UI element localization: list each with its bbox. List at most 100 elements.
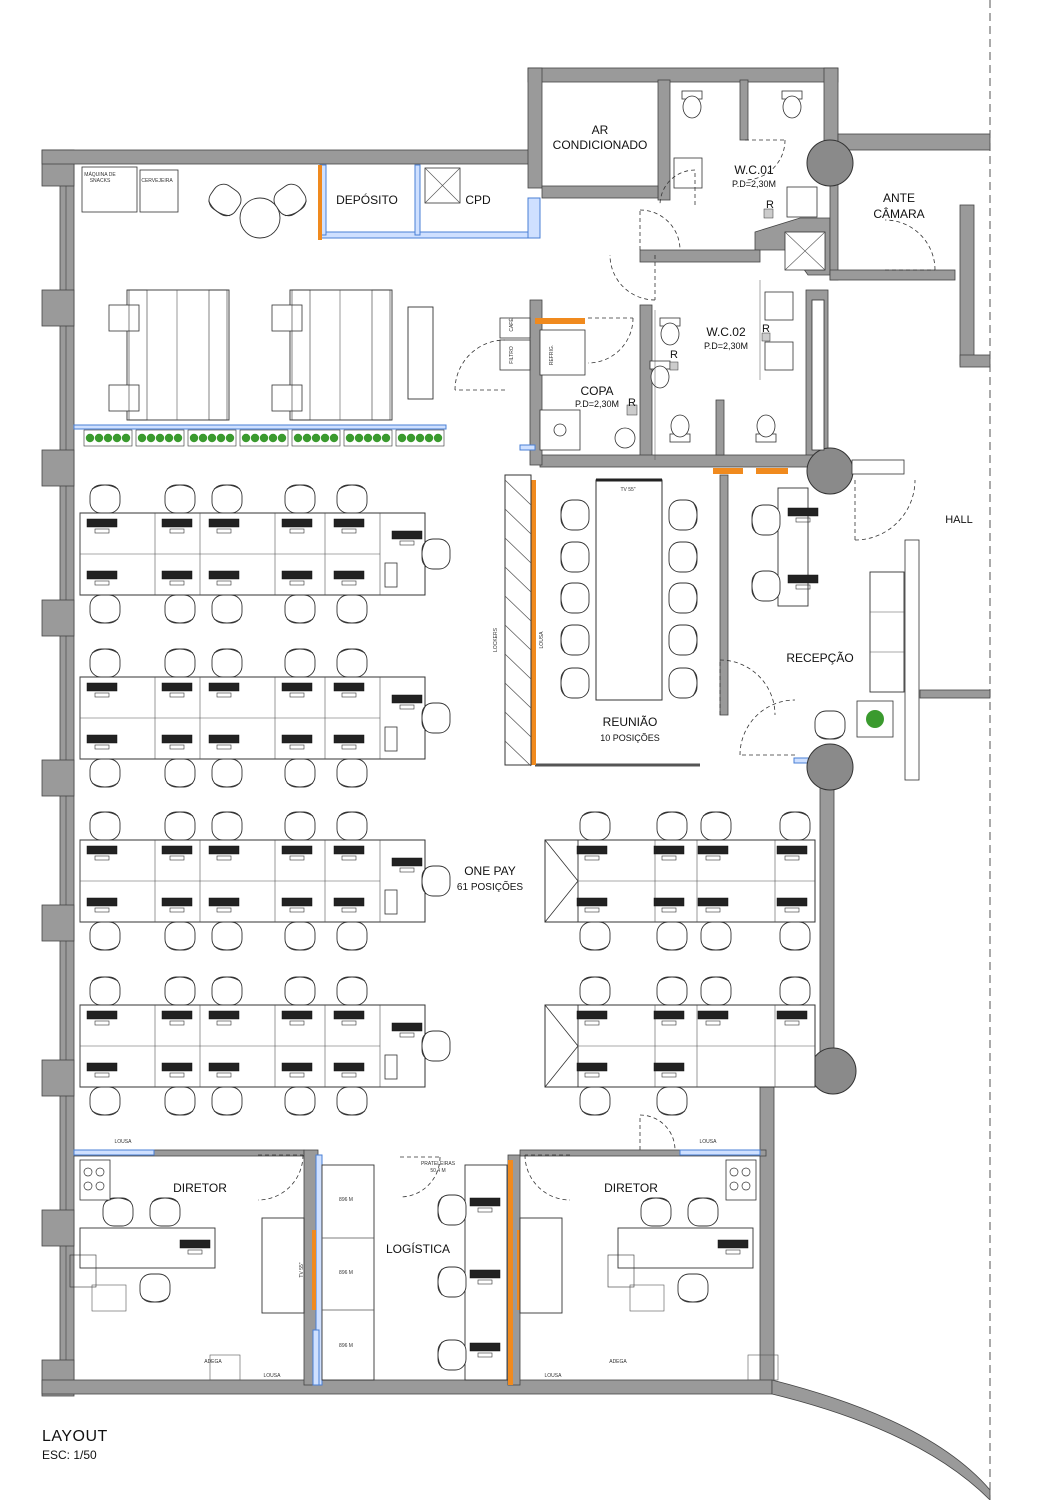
adega-left: ADEGA bbox=[204, 1359, 222, 1365]
chair bbox=[560, 541, 590, 573]
chair-back bbox=[421, 540, 427, 568]
keyboard bbox=[281, 845, 313, 855]
chair-back bbox=[560, 626, 566, 654]
lousa-diretor-right-bottom: LOUSA bbox=[545, 1373, 563, 1379]
chair-seat bbox=[211, 758, 243, 788]
cpu bbox=[725, 1249, 741, 1255]
tv-panel-right bbox=[517, 1230, 521, 1310]
duct bbox=[811, 299, 825, 451]
copa-orange bbox=[535, 318, 585, 324]
column bbox=[809, 1047, 857, 1095]
pedestal bbox=[384, 889, 398, 915]
chair-seat bbox=[139, 1273, 171, 1303]
plant bbox=[302, 433, 312, 443]
cpd-glass-right bbox=[527, 197, 541, 239]
r-box bbox=[761, 332, 771, 342]
cpu bbox=[399, 540, 415, 546]
chair-seat bbox=[284, 811, 316, 841]
adega-cabinet bbox=[747, 1354, 779, 1381]
chair-back bbox=[581, 1110, 609, 1116]
doors bbox=[257, 139, 936, 1201]
ar-label-1: AR bbox=[592, 123, 609, 137]
chair bbox=[668, 541, 698, 573]
keyboard bbox=[333, 518, 365, 528]
chair-back bbox=[781, 976, 809, 982]
chair-back bbox=[338, 1110, 366, 1116]
chair-back bbox=[91, 945, 119, 951]
burner bbox=[729, 1181, 739, 1191]
chair-seat bbox=[668, 667, 698, 699]
locker-hatch bbox=[504, 653, 532, 680]
hall-label: HALL bbox=[945, 514, 973, 526]
plant bbox=[415, 433, 425, 443]
cpu bbox=[341, 907, 357, 913]
chair-back bbox=[338, 976, 366, 982]
chair-seat bbox=[89, 921, 121, 951]
right-facade-wall bbox=[819, 779, 835, 1081]
locker-hatch bbox=[504, 479, 532, 506]
chair-seat bbox=[687, 1197, 719, 1227]
chair-back bbox=[151, 1197, 179, 1203]
cpu bbox=[399, 1032, 415, 1038]
chair-back bbox=[421, 1032, 427, 1060]
cpu bbox=[705, 855, 721, 861]
cpu bbox=[399, 867, 415, 873]
tv-panel-left bbox=[312, 1230, 316, 1310]
chair-seat bbox=[89, 648, 121, 678]
keyboard bbox=[391, 530, 423, 540]
chair bbox=[208, 183, 242, 217]
chair bbox=[421, 1030, 451, 1062]
chair-seat bbox=[640, 1197, 672, 1227]
plant bbox=[372, 433, 382, 443]
chair bbox=[211, 758, 243, 788]
chair bbox=[560, 499, 590, 531]
wc02-top-wall bbox=[639, 249, 761, 263]
wc01-partition bbox=[739, 79, 749, 141]
door-hall bbox=[854, 479, 916, 541]
chair-back bbox=[702, 976, 730, 982]
chair bbox=[284, 1086, 316, 1116]
keyboard bbox=[333, 1010, 365, 1020]
hall-wall bbox=[919, 689, 991, 699]
chair-back bbox=[91, 1110, 119, 1116]
chair-seat bbox=[336, 921, 368, 951]
chair-seat bbox=[211, 1086, 243, 1116]
chair bbox=[579, 921, 611, 951]
shaft-x bbox=[784, 231, 826, 271]
shelf-tag-1: 896 M bbox=[339, 1197, 353, 1203]
curved-facade bbox=[771, 1379, 991, 1500]
chair-back bbox=[692, 501, 698, 529]
keyboard bbox=[333, 734, 365, 744]
cpu bbox=[341, 855, 357, 861]
toilet bbox=[755, 414, 777, 443]
glass-bottom-left bbox=[312, 1329, 320, 1386]
chair-seat bbox=[579, 811, 611, 841]
chair-back bbox=[658, 976, 686, 982]
chair bbox=[211, 976, 243, 1006]
chair-seat bbox=[779, 921, 811, 951]
lousa-glass-left bbox=[73, 1149, 155, 1156]
chair bbox=[89, 484, 121, 514]
filtro-label: FILTRO bbox=[509, 346, 515, 364]
side-table bbox=[271, 304, 303, 332]
cpu bbox=[477, 1279, 493, 1285]
toilet-bowl bbox=[670, 414, 690, 438]
side-cabinet bbox=[91, 1284, 127, 1312]
wc01-right-wall bbox=[823, 67, 839, 149]
plant bbox=[241, 433, 251, 443]
chair-seat bbox=[560, 624, 590, 656]
shelf-tag-3: 896 M bbox=[339, 1343, 353, 1349]
cpu bbox=[216, 692, 232, 698]
cpu bbox=[795, 517, 811, 523]
plant bbox=[406, 433, 416, 443]
chair bbox=[779, 921, 811, 951]
chair-back bbox=[286, 976, 314, 982]
plant bbox=[155, 433, 165, 443]
chair-back bbox=[91, 648, 119, 654]
plant bbox=[320, 433, 330, 443]
chair-back bbox=[286, 1110, 314, 1116]
chair bbox=[336, 976, 368, 1006]
cpu bbox=[94, 1072, 110, 1078]
plant bbox=[363, 433, 373, 443]
